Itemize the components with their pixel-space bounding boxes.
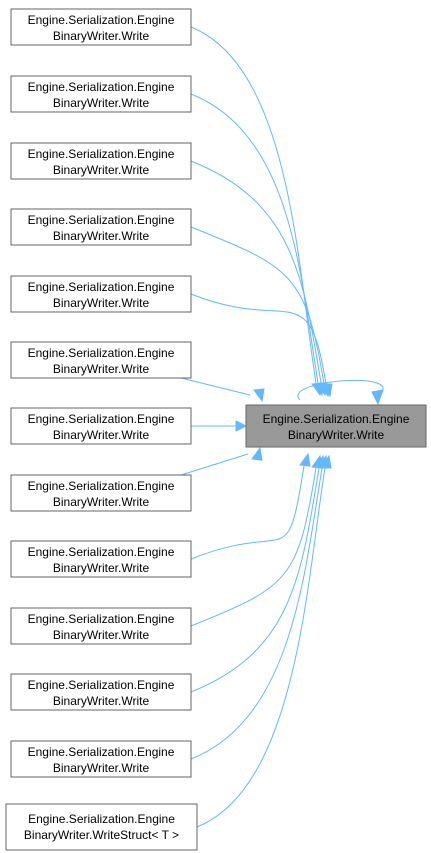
caller-node[interactable]: Engine.Serialization.EngineBinaryWriter.… xyxy=(10,407,192,445)
call-edge xyxy=(190,93,319,384)
caller-node-line1: Engine.Serialization.Engine xyxy=(28,147,175,161)
caller-node-box xyxy=(10,540,192,578)
caller-node-line2: BinaryWriter.Write xyxy=(53,163,150,177)
target-node[interactable]: Engine.Serialization.Engine BinaryWriter… xyxy=(245,404,427,448)
caller-node-box xyxy=(10,474,192,512)
target-node-box xyxy=(245,404,427,448)
self-loop-arrowhead xyxy=(371,389,384,406)
caller-node[interactable]: Engine.Serialization.EngineBinaryWriter.… xyxy=(10,474,192,512)
caller-node-box xyxy=(10,607,192,645)
caller-node-box xyxy=(10,407,192,445)
call-edge xyxy=(196,467,326,828)
caller-node-box xyxy=(5,803,198,851)
call-edge xyxy=(190,467,320,693)
caller-node-line2: BinaryWriter.Write xyxy=(53,229,150,243)
target-node-line2: BinaryWriter.Write xyxy=(288,428,385,442)
caller-node-line2: BinaryWriter.Write xyxy=(53,362,150,376)
caller-node[interactable]: Engine.Serialization.EngineBinaryWriter.… xyxy=(10,8,192,46)
call-edge xyxy=(190,467,323,760)
caller-node-box xyxy=(10,275,192,313)
call-edge xyxy=(190,26,317,384)
caller-node-line2: BinaryWriter.Write xyxy=(53,296,150,310)
caller-node-box xyxy=(10,208,192,246)
caller-node[interactable]: Engine.Serialization.EngineBinaryWriter.… xyxy=(10,142,192,180)
caller-node[interactable]: Engine.Serialization.EngineBinaryWriter.… xyxy=(10,540,192,578)
caller-node[interactable]: Engine.Serialization.EngineBinaryWriter.… xyxy=(10,341,192,379)
caller-node[interactable]: Engine.Serialization.EngineBinaryWriter.… xyxy=(10,673,192,711)
call-edge xyxy=(180,453,249,476)
caller-nodes: Engine.Serialization.EngineBinaryWriter.… xyxy=(5,8,198,851)
caller-node-box xyxy=(10,8,192,46)
call-edge xyxy=(190,160,322,384)
caller-node-box xyxy=(10,740,192,778)
edge-arrowhead xyxy=(299,452,311,467)
caller-node-line1: Engine.Serialization.Engine xyxy=(28,545,175,559)
caller-node[interactable]: Engine.Serialization.EngineBinaryWriter.… xyxy=(10,740,192,778)
target-node-line1: Engine.Serialization.Engine xyxy=(263,412,410,426)
edge-arrowhead xyxy=(235,420,248,432)
caller-node-line2: BinaryWriter.WriteStruct< T > xyxy=(24,828,179,842)
caller-node-line1: Engine.Serialization.Engine xyxy=(28,80,175,94)
caller-node-box xyxy=(10,673,192,711)
caller-node[interactable]: Engine.Serialization.EngineBinaryWriter.… xyxy=(10,275,192,313)
caller-node-line2: BinaryWriter.Write xyxy=(53,96,150,110)
caller-node-line2: BinaryWriter.Write xyxy=(53,561,150,575)
edge-arrowhead xyxy=(253,388,265,403)
self-loop-edge xyxy=(297,379,384,401)
call-edge xyxy=(190,467,317,627)
caller-node[interactable]: Engine.Serialization.EngineBinaryWriter.… xyxy=(10,75,192,113)
caller-node[interactable]: Engine.Serialization.EngineBinaryWriter.… xyxy=(5,803,198,851)
call-edge xyxy=(190,226,325,385)
caller-node-line2: BinaryWriter.Write xyxy=(53,761,150,775)
caller-node[interactable]: Engine.Serialization.EngineBinaryWriter.… xyxy=(10,607,192,645)
call-edge xyxy=(190,293,327,385)
caller-node-line2: BinaryWriter.Write xyxy=(53,29,150,43)
caller-node-line1: Engine.Serialization.Engine xyxy=(28,346,175,360)
edge-arrowhead xyxy=(321,383,333,398)
caller-node-line1: Engine.Serialization.Engine xyxy=(28,13,175,27)
call-edge xyxy=(180,377,251,396)
edge-arrowhead xyxy=(320,454,332,469)
caller-node-box xyxy=(10,341,192,379)
caller-node-line1: Engine.Serialization.Engine xyxy=(28,812,175,826)
caller-node-line1: Engine.Serialization.Engine xyxy=(28,678,175,692)
caller-node-line2: BinaryWriter.Write xyxy=(53,628,150,642)
caller-node-box xyxy=(10,75,192,113)
caller-node-line1: Engine.Serialization.Engine xyxy=(28,280,175,294)
caller-node-line1: Engine.Serialization.Engine xyxy=(28,412,175,426)
caller-node-line1: Engine.Serialization.Engine xyxy=(28,612,175,626)
call-edge xyxy=(190,465,305,560)
caller-node-line2: BinaryWriter.Write xyxy=(53,428,150,442)
call-edges xyxy=(180,26,384,828)
caller-node-line1: Engine.Serialization.Engine xyxy=(28,213,175,227)
caller-node-line2: BinaryWriter.Write xyxy=(53,495,150,509)
caller-node[interactable]: Engine.Serialization.EngineBinaryWriter.… xyxy=(10,208,192,246)
caller-node-line1: Engine.Serialization.Engine xyxy=(28,479,175,493)
caller-node-line2: BinaryWriter.Write xyxy=(53,694,150,708)
caller-node-box xyxy=(10,142,192,180)
edge-arrowhead xyxy=(251,446,263,461)
caller-node-line1: Engine.Serialization.Engine xyxy=(28,745,175,759)
